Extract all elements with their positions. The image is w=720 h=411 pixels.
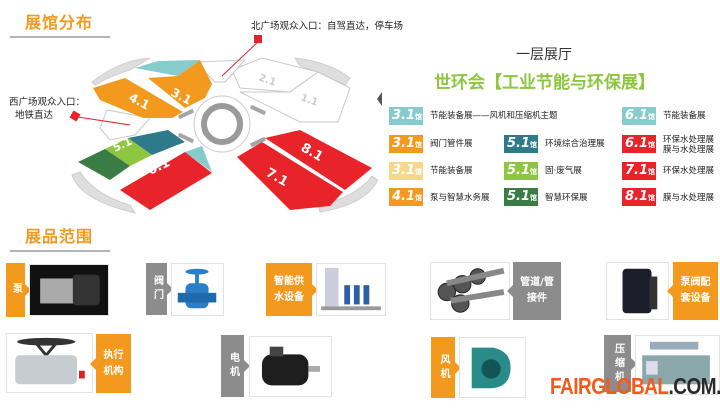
map-canopy (91, 57, 151, 86)
actuator-image (6, 333, 93, 393)
legend-label: 膜与水处理展 (663, 193, 715, 203)
floor-title: 一层展厅 (516, 47, 572, 63)
map-hall-3-1-teal (135, 60, 200, 76)
map-hall-4-1 (93, 78, 183, 118)
product-label-fan: 风机 (431, 337, 461, 398)
legend-label: 固·废气展 (545, 166, 582, 176)
valve-image (171, 263, 224, 316)
product-label-pump: 泵 (6, 263, 31, 317)
legend-label: 环境综合治理展 (545, 139, 605, 149)
map-hall-6-1 (120, 152, 212, 210)
north-entrance-label: 北广场观众入口：自驾直达，停车场 (251, 21, 404, 32)
product-label-compressor: 压缩机 (604, 335, 637, 392)
north-entrance-marker (254, 35, 262, 43)
west-entrance-label: 西广场观众入口： (9, 97, 86, 108)
hall-map: 2.1 1.1 3.1 4.1 5.1 6.1 8.1 7.1 (69, 35, 379, 214)
map-canopy (71, 171, 136, 214)
products-section-title: 展品范围 (25, 227, 94, 246)
product-label-water-supply: 智能供水设备 (266, 263, 318, 316)
legend-label: 阀门管件展 (430, 139, 473, 149)
legend-label: 环保水处理展 (663, 166, 715, 176)
brand-watermark: FAIRGLOBAL.COM.CN (550, 374, 720, 400)
map-hall-8-1 (265, 130, 372, 190)
pump-image (29, 264, 109, 316)
water-supply-image (316, 263, 386, 316)
legend-badge: 6.1馆 (622, 107, 656, 125)
map-hall-5-1-green (78, 149, 130, 180)
layout-section-title: 展馆分布 (25, 13, 94, 32)
product-label-pipes: 管道/管接件 (507, 262, 561, 320)
collapse-arrow-icon (377, 92, 382, 106)
legend-badge: 3.1馆 (389, 135, 423, 153)
legend-label: 节能装备展 (430, 166, 473, 176)
legend-label: 膜与水处理展 (663, 145, 715, 155)
product-label-valve: 阀门 (146, 263, 173, 315)
map-hall-3-1 (148, 60, 212, 108)
legend-badge: 4.1馆 (389, 188, 423, 206)
pump-valve-parts-image (606, 262, 669, 320)
fan-image (459, 337, 526, 398)
product-label-actuator: 执行机构 (90, 334, 131, 393)
map-hall-5-1 (105, 138, 152, 166)
legend-badge: 3.1馆 (389, 162, 423, 180)
legend-badge: 5.1馆 (504, 135, 538, 153)
exhibition-title: 世环会【工业节能与环保展】 (434, 73, 655, 93)
legend-label: 智慧环保展 (545, 193, 588, 203)
map-hall-5-1-teal (128, 130, 185, 155)
legend-label: 节能装备展——风机和压缩机主题 (430, 111, 558, 121)
divider (10, 250, 110, 252)
product-label-motor: 电机 (221, 335, 250, 397)
legend-label: 泵与智慧水务展 (430, 193, 490, 203)
pipes-image (430, 262, 510, 320)
legend-badge: 6.1馆 (622, 135, 656, 153)
legend-label: 节能装备展 (663, 111, 706, 121)
legend-badge: 7.1馆 (622, 162, 656, 180)
legend-badge: 5.1馆 (504, 188, 538, 206)
map-hub-ring (201, 103, 243, 145)
map-hall-7-1 (237, 142, 343, 210)
legend-badge: 3.1馆 (389, 107, 423, 125)
product-label-pump-valve-parts: 泵阀配套设备 (667, 262, 718, 320)
west-entrance-sub: 地铁直达 (15, 110, 54, 121)
map-hall-1-1 (239, 71, 351, 123)
west-entrance-marker (69, 110, 81, 122)
legend-label: 环保水处理展 (663, 135, 715, 145)
divider (10, 36, 110, 38)
legend-badge: 5.1馆 (504, 162, 538, 180)
map-hall-6-1-teal (185, 146, 212, 172)
legend-badge: 8.1馆 (622, 188, 656, 206)
motor-image (249, 336, 332, 397)
